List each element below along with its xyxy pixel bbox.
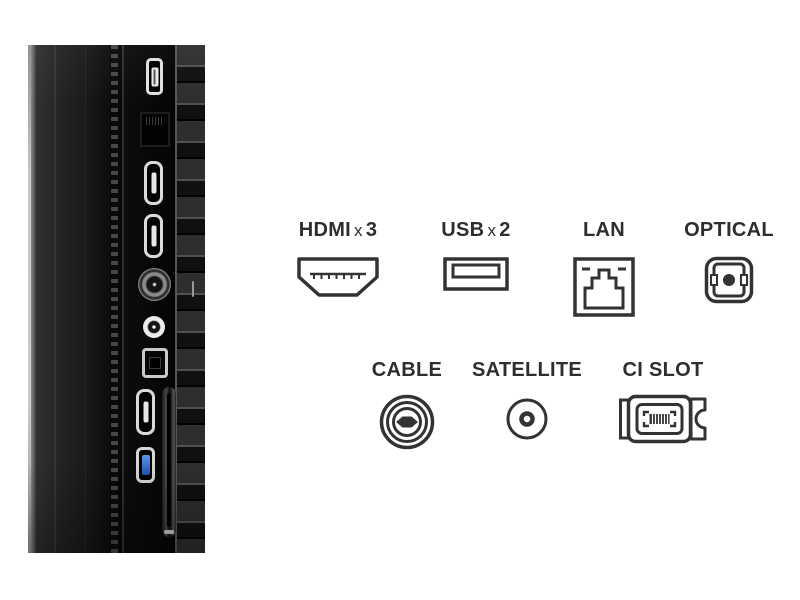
satellite-label-name: SATELLITE [471, 359, 583, 381]
usb3-tongue [141, 455, 150, 475]
optical-audio-port [142, 348, 168, 378]
ci-slot-end-cap [164, 530, 174, 534]
satellite-port-icon [506, 398, 548, 440]
optical-label-name: OPTICAL [684, 219, 774, 241]
satellite-label: SATELLITE [472, 359, 582, 381]
satellite-coax-port [143, 316, 165, 338]
legend-item-ci-slot: CI SLOT [604, 359, 722, 445]
hdmi-port-2 [144, 214, 163, 258]
panel-body [36, 45, 110, 553]
optical-opening [149, 357, 161, 369]
usb-label-count: 2 [499, 219, 511, 241]
hdmi-port-icon [297, 257, 379, 297]
hdmi-tongue [151, 172, 156, 194]
hdmi-tongue [143, 401, 148, 423]
lan-port-icon [573, 257, 635, 317]
panel-edge [31, 45, 36, 553]
hdmi-label-multiplier: x [354, 221, 363, 240]
hdmi-label-count: 3 [365, 219, 378, 241]
legend-item-lan: LAN [545, 219, 663, 318]
legend-item-satellite: SATELLITE [468, 359, 586, 440]
usb-label-multiplier: x [487, 221, 497, 240]
tv-side-panel-photo [28, 45, 205, 553]
lan-port [140, 112, 170, 147]
ci-card-slot [162, 387, 176, 537]
ci-slot-groove [167, 393, 171, 527]
hdmi-port-3 [136, 389, 155, 435]
panel-divider [122, 45, 124, 553]
cable-label: CABLE [372, 359, 442, 381]
hdmi-tongue [151, 225, 156, 247]
usb3-port [136, 447, 155, 483]
usb-port-icon [443, 257, 509, 291]
panel-edge-highlight [28, 45, 31, 553]
legend-item-optical: OPTICAL [670, 219, 788, 304]
vent-column [175, 45, 205, 553]
lan-pins [146, 117, 164, 125]
cable-label-name: CABLE [371, 359, 443, 381]
hdmi-label-name: HDMI [298, 219, 352, 241]
usb-tongue [151, 67, 158, 86]
usb-port [146, 58, 163, 95]
usb-label-name: USB [441, 219, 485, 241]
panel-seam-line [54, 45, 56, 553]
ci-slot-icon [619, 394, 707, 444]
lan-label: LAN [583, 219, 625, 241]
power-button-mark [192, 281, 194, 297]
ci-slot-label-name: CI SLOT [622, 359, 704, 381]
legend-item-cable: CABLE [348, 359, 466, 451]
vent-teeth [111, 45, 118, 553]
ci-slot-label: CI SLOT [623, 359, 704, 381]
optical-port-icon [704, 256, 754, 304]
cable-port-icon [379, 394, 435, 450]
optical-label: OPTICAL [684, 219, 774, 241]
cable-coax-port [138, 268, 171, 301]
lan-label-name: LAN [582, 219, 625, 241]
photo-shading [28, 45, 205, 553]
hdmi-port-1 [144, 161, 163, 205]
panel-seam-line [85, 45, 86, 553]
